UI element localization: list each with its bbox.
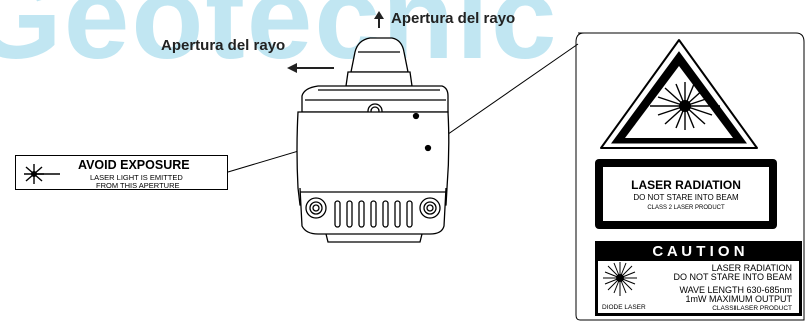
caution-line3: WAVE LENGTH 630-685nm: [679, 285, 792, 295]
avoid-exposure-title: AVOID EXPOSURE: [78, 158, 190, 172]
laser-warning-triangle-icon: [600, 39, 758, 149]
caution-line1: LASER RADIATION: [711, 263, 792, 273]
laser-radiation-label-frame: [595, 159, 777, 229]
laser-burst-icon: [603, 262, 637, 296]
aperture-label-top: Apertura del rayo: [391, 10, 516, 27]
watermark: Geotecnic: [0, 0, 559, 84]
arrow-up-icon: [374, 11, 384, 28]
caution-line2: DO NOT STARE INTO BEAM: [673, 272, 792, 282]
avoid-exposure-line1: LASER LIGHT IS EMITTED: [90, 173, 183, 182]
caution-diode-label: DIODE LASER: [602, 304, 646, 311]
caution-line4: 1mW MAXIMUM OUTPUT: [685, 294, 793, 304]
laser-burst-icon: [24, 164, 60, 184]
caution-header: C A U T I O N: [652, 243, 745, 260]
leader-line-panel: [427, 43, 579, 149]
instrument-illustration: [296, 37, 450, 243]
avoid-exposure-line2: FROM THIS APERTURE: [96, 181, 180, 190]
label-panel-outline: [575, 32, 805, 321]
laser-radiation-line2: CLASS 2 LASER PRODUCT: [647, 205, 725, 211]
caution-line5: CLASSⅡLASER PRODUCT: [712, 305, 792, 312]
avoid-exposure-label: AVOID EXPOSURE LASER LIGHT IS EMITTED FR…: [15, 155, 228, 190]
arrow-left-icon: [287, 63, 334, 73]
laser-radiation-line1: DO NOT STARE INTO BEAM: [633, 193, 739, 202]
aperture-label-side: Apertura del rayo: [161, 37, 286, 54]
laser-radiation-title: LASER RADIATION: [631, 178, 741, 192]
